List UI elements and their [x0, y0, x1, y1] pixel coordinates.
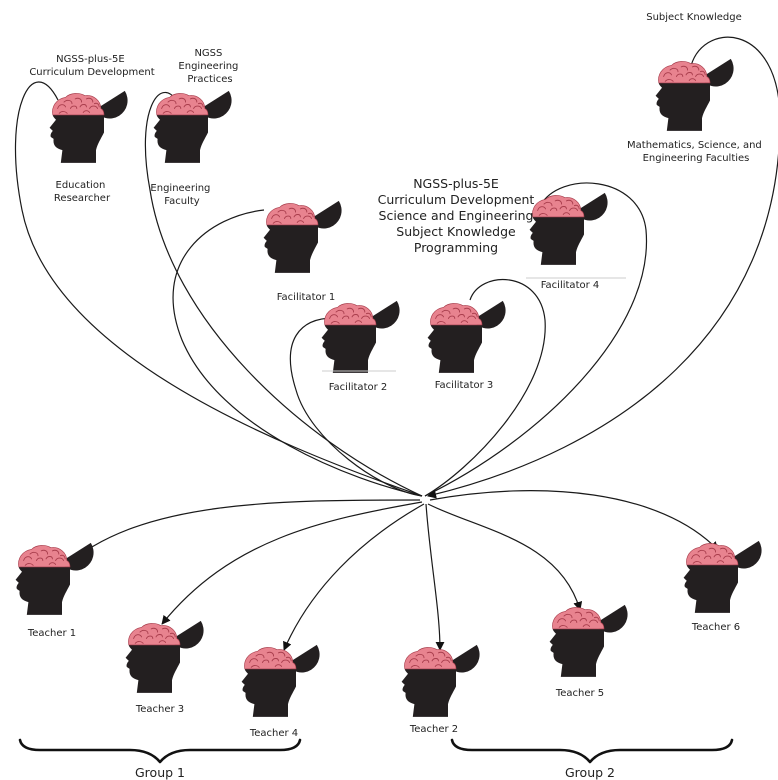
arrow-to-teacher-3	[161, 501, 423, 625]
skill-line-3: Science and Engineering	[379, 208, 534, 223]
arrow-facilitator1-to-hub	[172, 209, 423, 497]
group-1-label: Group 1	[135, 765, 185, 780]
skill-line-1: NGSS-plus-5E	[413, 176, 499, 191]
arrow-edu-researcher-to-hub	[14, 81, 423, 497]
head-facilitator-3	[427, 300, 506, 373]
edu-researcher-label: Education Researcher	[54, 180, 111, 204]
head-engineering-faculty	[153, 90, 232, 163]
edu-caption-text: NGSS-plus-5E Curriculum Development	[29, 54, 154, 78]
eng-caption-text: NGSS Engineering Practices	[178, 48, 241, 85]
head-teacher-4	[241, 644, 320, 717]
arrows-into-hub	[14, 36, 778, 499]
arrow-to-teacher-2	[425, 503, 445, 651]
head-teacher-1	[15, 542, 94, 615]
group-1-brace	[18, 738, 302, 764]
arrow-facilitator4-to-hub	[424, 182, 648, 497]
facilitator-1-label: Facilitator 1	[277, 292, 336, 303]
teacher-5-label: Teacher 5	[555, 688, 604, 699]
teacher-3-label: Teacher 3	[135, 704, 184, 715]
head-teacher-5	[549, 604, 628, 677]
facilitator-4-label: Facilitator 4	[541, 280, 600, 291]
eng-faculty-label: Engineering Faculty	[150, 183, 213, 207]
arrows-to-teachers	[65, 490, 719, 651]
head-facilitator-1	[263, 200, 342, 273]
subject-caption: Subject Knowledge	[646, 12, 742, 23]
arrow-to-teacher-5	[427, 503, 583, 611]
group-2-brace	[450, 738, 734, 764]
arrow-eng-faculty-to-hub	[144, 91, 423, 497]
arrow-to-teacher-1	[65, 499, 421, 567]
head-teacher-6	[683, 540, 762, 613]
head-facilitator-2	[321, 300, 400, 373]
head-education-researcher	[49, 90, 128, 163]
skill-line-4: Subject Knowledge	[396, 224, 516, 239]
group-2-label: Group 2	[565, 765, 615, 780]
math-sci-eng-label: Mathematics, Science, and Engineering Fa…	[627, 140, 765, 164]
facilitator-skills: NGSS-plus-5E Curriculum Development Scie…	[378, 176, 535, 255]
head-teacher-2	[401, 644, 480, 717]
skill-line-5: Programming	[414, 240, 498, 255]
teacher-6-label: Teacher 6	[691, 622, 740, 633]
teacher-2-label: Teacher 2	[409, 724, 458, 735]
facilitator-2-label: Facilitator 2	[329, 382, 388, 393]
head-math-science-eng-faculties	[655, 58, 734, 131]
arrow-to-teacher-4	[283, 503, 425, 651]
head-facilitator-4	[529, 192, 608, 265]
facilitator-3-label: Facilitator 3	[435, 380, 494, 391]
head-teacher-3	[125, 620, 204, 693]
skill-line-2: Curriculum Development	[378, 192, 535, 207]
arrow-faculties-to-hub	[427, 36, 778, 499]
teacher-4-label: Teacher 4	[249, 728, 298, 739]
arrow-facilitator3-to-hub	[424, 278, 546, 497]
teacher-1-label: Teacher 1	[27, 628, 76, 639]
arrow-facilitator2-to-hub	[289, 317, 423, 497]
arrow-to-teacher-6	[429, 490, 719, 551]
